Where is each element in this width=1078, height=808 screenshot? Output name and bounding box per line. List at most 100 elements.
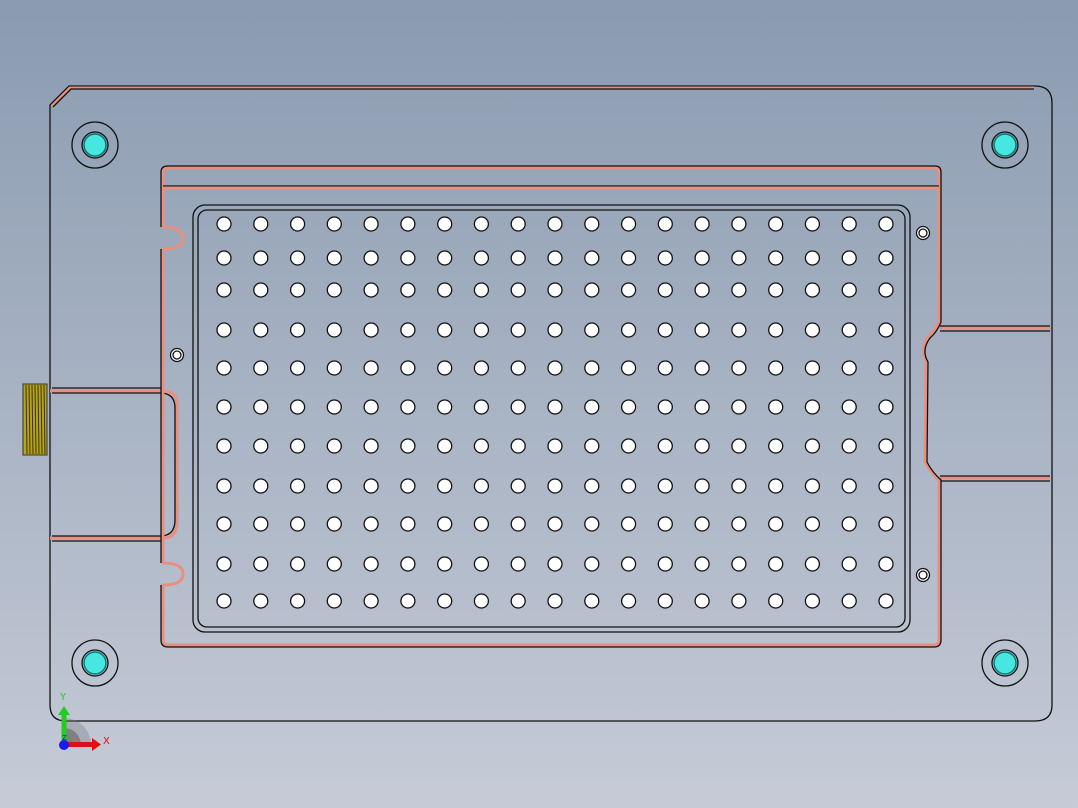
hole — [657, 478, 673, 494]
hole — [620, 556, 637, 572]
hole — [437, 556, 453, 572]
hole — [878, 216, 894, 232]
hole — [584, 216, 600, 232]
hole — [400, 556, 416, 572]
hole — [510, 556, 526, 572]
hole — [437, 399, 453, 415]
hole — [547, 593, 563, 609]
hole — [289, 282, 306, 298]
hole — [326, 438, 342, 454]
dowel-hole — [915, 567, 931, 583]
hole — [363, 516, 379, 532]
hole — [657, 216, 673, 232]
hole — [841, 322, 857, 338]
hole — [326, 282, 342, 298]
hole — [547, 216, 563, 232]
hole — [878, 593, 894, 609]
hole — [289, 399, 306, 415]
x-axis-arrow — [64, 742, 92, 747]
hole — [326, 516, 342, 532]
hole — [768, 556, 784, 572]
base-plate[interactable] — [49, 85, 1053, 722]
hole — [694, 399, 710, 415]
threaded-fitting[interactable] — [22, 383, 48, 456]
hole — [473, 438, 490, 454]
z-axis-dot — [59, 740, 69, 750]
y-axis-label: Y — [59, 692, 67, 703]
hole — [437, 516, 453, 532]
hole — [363, 438, 379, 454]
hole — [620, 282, 637, 298]
hole — [878, 282, 894, 298]
hole — [326, 478, 342, 494]
hole — [584, 250, 600, 266]
hole — [510, 399, 526, 415]
axis-triad[interactable]: X Y Z — [58, 692, 110, 751]
hole — [547, 438, 563, 454]
hole — [437, 250, 453, 266]
hole — [620, 438, 637, 454]
hole — [253, 556, 269, 572]
hole — [510, 360, 526, 376]
hole — [216, 593, 232, 609]
hole — [473, 556, 490, 572]
hole — [841, 282, 857, 298]
hole — [768, 282, 784, 298]
hole — [216, 282, 232, 298]
hole — [620, 216, 637, 232]
hole — [437, 593, 453, 609]
hole — [400, 399, 416, 415]
hole — [841, 516, 857, 532]
hole — [584, 516, 600, 532]
hole — [768, 399, 784, 415]
hole — [731, 250, 747, 266]
hole — [400, 282, 416, 298]
hole — [694, 282, 710, 298]
hole — [731, 478, 747, 494]
bolt-counterbore[interactable] — [981, 639, 1029, 687]
hole — [547, 478, 563, 494]
hole — [804, 282, 821, 298]
hole — [694, 478, 710, 494]
hole — [768, 593, 784, 609]
hole — [547, 556, 563, 572]
hole — [878, 556, 894, 572]
hole — [804, 322, 821, 338]
hole — [547, 282, 563, 298]
hole — [694, 360, 710, 376]
hole — [363, 593, 379, 609]
hole — [400, 360, 416, 376]
hole — [473, 478, 490, 494]
hole — [804, 216, 821, 232]
hole — [289, 516, 306, 532]
hole — [510, 478, 526, 494]
hole — [768, 322, 784, 338]
hole — [768, 516, 784, 532]
hole — [731, 593, 747, 609]
hole — [216, 360, 232, 376]
hole — [216, 399, 232, 415]
hole — [878, 478, 894, 494]
hole — [584, 438, 600, 454]
hole — [326, 556, 342, 572]
hole — [657, 516, 673, 532]
hole — [363, 556, 379, 572]
hole — [657, 556, 673, 572]
hole — [289, 250, 306, 266]
hole — [437, 438, 453, 454]
hole — [437, 322, 453, 338]
hole — [473, 516, 490, 532]
hole — [363, 216, 379, 232]
bolt-counterbore[interactable] — [981, 121, 1029, 169]
hole — [510, 516, 526, 532]
hole — [473, 399, 490, 415]
hole — [216, 250, 232, 266]
hole — [657, 593, 673, 609]
bolt-counterbore[interactable] — [71, 121, 119, 169]
hole — [731, 399, 747, 415]
bolt-counterbore[interactable] — [71, 639, 119, 687]
hole — [363, 282, 379, 298]
hole — [768, 250, 784, 266]
z-axis-label: Z — [62, 734, 67, 742]
